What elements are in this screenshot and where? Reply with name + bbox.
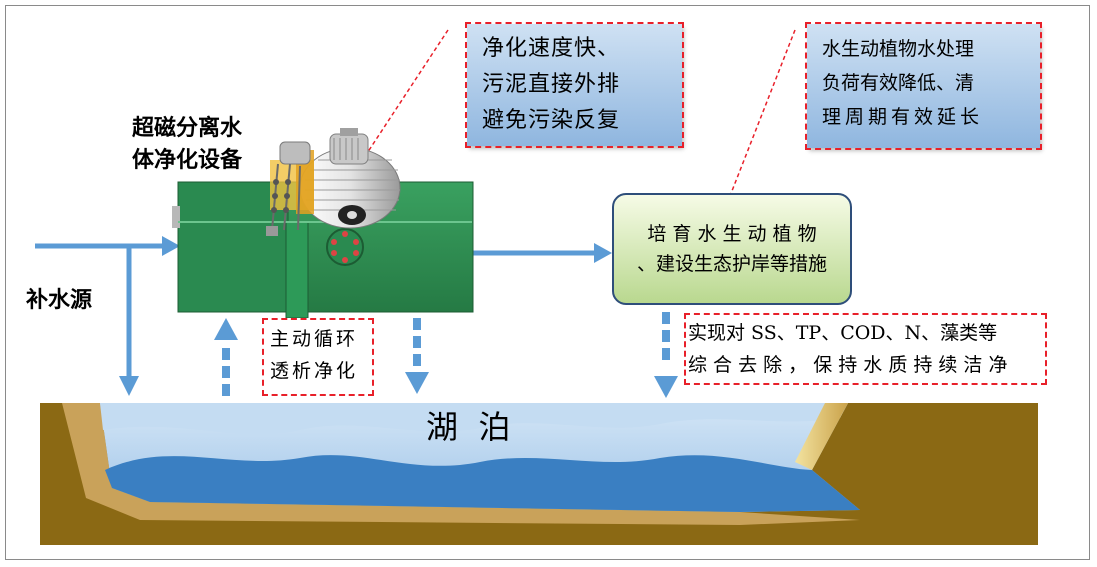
- note-cycle-line-1: 主动循环: [270, 328, 359, 350]
- device-title-line-2: 体净化设备: [132, 148, 243, 173]
- note-load-line-1: 水生动植物水处理: [822, 38, 975, 60]
- note-load-line-2: 负荷有效降低、清: [822, 72, 975, 94]
- note-speed-line-1: 净化速度快、: [482, 36, 621, 61]
- dotted-arrows: [214, 312, 678, 398]
- note-removal-frame: [684, 313, 1047, 385]
- ecology-line-1: 培 育 水 生 动 植 物: [647, 223, 817, 245]
- lake-basin: [40, 403, 1038, 545]
- note-removal-line-2: 综 合 去 除 ， 保 持 水 质 持 续 洁 净: [688, 354, 1008, 376]
- note-cycle-line-2: 透析净化: [270, 360, 359, 382]
- lake-label: 湖 泊: [426, 408, 511, 446]
- note-load-frame: [805, 22, 1042, 150]
- source-label: 补水源: [26, 288, 93, 313]
- note-speed-line-2: 污泥直接外排: [482, 72, 621, 97]
- note-load-line-3: 理周期有效延长: [822, 106, 984, 128]
- note-removal-line-1: 实现对 SS、TP、COD、N、藻类等: [688, 322, 998, 344]
- ecology-line-2: 、建设生态护岸等措施: [636, 253, 827, 275]
- note-cycle-frame: [262, 318, 374, 396]
- note-speed-box: [467, 24, 682, 146]
- separation-equipment: [172, 128, 474, 319]
- diagram-frame: [5, 5, 1090, 560]
- note-speed-frame: [465, 22, 684, 148]
- leader-lines: [355, 29, 796, 197]
- note-speed-line-3: 避免污染反复: [482, 108, 621, 133]
- device-title-line-1: 超磁分离水: [132, 116, 243, 141]
- flow-arrows: [35, 236, 612, 396]
- ecology-measures-box: 培 育 水 生 动 植 物 、建设生态护岸等措施: [612, 193, 852, 305]
- note-load-box: [807, 24, 1040, 148]
